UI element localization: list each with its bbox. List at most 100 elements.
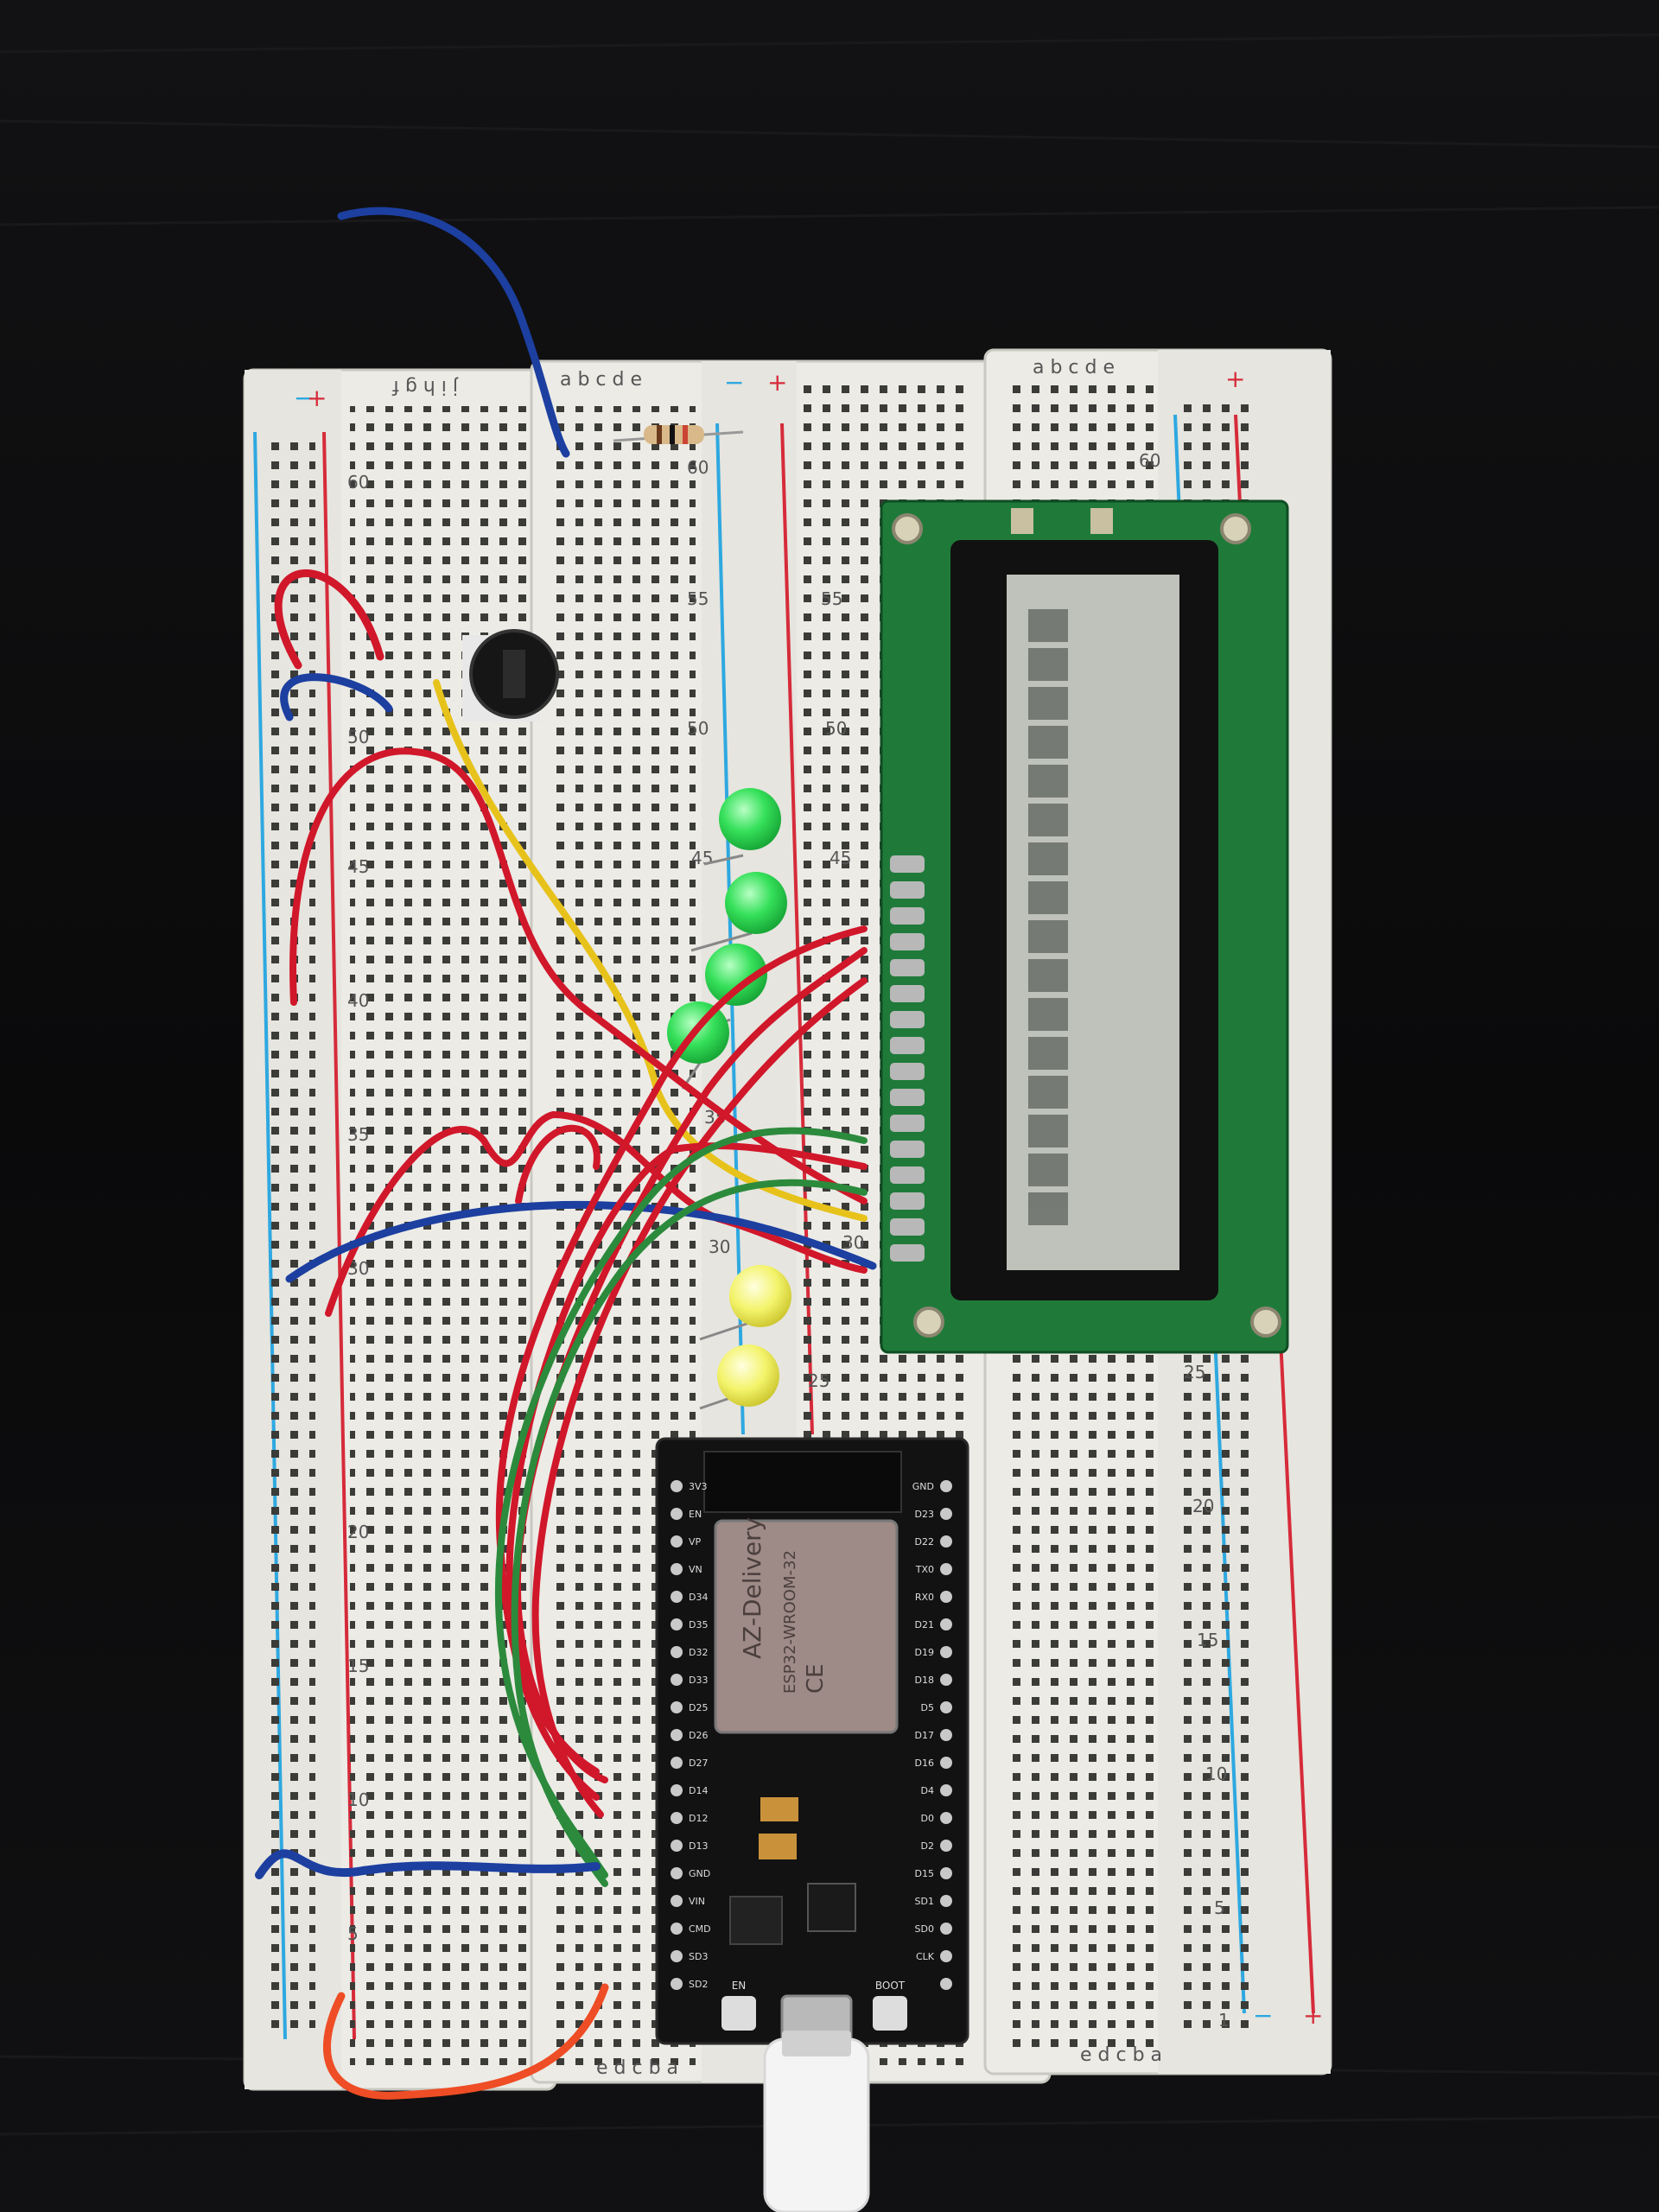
svg-text:15: 15 (1197, 1630, 1218, 1650)
svg-text:50: 50 (347, 727, 369, 747)
usb-uart-chip (807, 1883, 856, 1932)
svg-text:SD2: SD2 (689, 1979, 708, 1990)
en-button-label: EN (732, 1980, 747, 1992)
wire-red (274, 569, 385, 670)
wire-green (511, 1179, 868, 1887)
svg-text:50: 50 (825, 718, 847, 739)
wire-blue (255, 1849, 601, 1879)
column-letters: a b c d e (560, 369, 642, 391)
wire-red (325, 1110, 868, 1317)
column-letters: e d c b a (596, 2057, 678, 2079)
rail-minus-sign: − (294, 384, 314, 412)
svg-text:D19: D19 (915, 1647, 934, 1658)
svg-text:D27: D27 (689, 1758, 708, 1769)
svg-text:CMD: CMD (689, 1923, 711, 1935)
svg-text:25: 25 (808, 1370, 830, 1391)
svg-text:D12: D12 (689, 1813, 708, 1824)
svg-text:3V3: 3V3 (689, 1481, 708, 1492)
mounting-hole (892, 513, 923, 544)
rail-plus-sign: + (307, 384, 327, 412)
ce-mark: CE (803, 1663, 829, 1694)
pin-labels-left: 3V3 EN VP VN D34 D35 D32 D33 D25 D26 D27… (689, 1481, 711, 1990)
led-yellow (729, 1265, 791, 1327)
rail-minus-sign: − (724, 368, 744, 397)
svg-text:15: 15 (347, 1656, 369, 1676)
svg-text:D34: D34 (689, 1592, 708, 1603)
lcd-pad (1011, 508, 1033, 534)
svg-text:VIN: VIN (689, 1896, 705, 1907)
svg-text:45: 45 (691, 848, 713, 868)
svg-text:D5: D5 (921, 1702, 934, 1713)
led-green (705, 944, 767, 1006)
svg-text:5: 5 (347, 1923, 359, 1944)
svg-text:35: 35 (347, 1124, 369, 1145)
voltage-regulator (729, 1896, 783, 1945)
svg-text:D17: D17 (915, 1730, 934, 1741)
mounting-hole (913, 1306, 944, 1338)
svg-text:45: 45 (830, 848, 851, 868)
svg-text:20: 20 (1192, 1496, 1214, 1516)
svg-text:1: 1 (1218, 2010, 1230, 2031)
svg-text:D4: D4 (921, 1785, 934, 1796)
usb-cable (763, 2031, 870, 2212)
svg-text:VP: VP (689, 1536, 702, 1548)
svg-text:SD0: SD0 (915, 1923, 934, 1935)
wire-red (495, 925, 868, 1801)
svg-text:D26: D26 (689, 1730, 708, 1741)
mounting-hole (1250, 1306, 1281, 1338)
svg-text:D0: D0 (921, 1813, 934, 1824)
jumper-wires (255, 207, 877, 2100)
svg-text:SD3: SD3 (689, 1951, 708, 1962)
wire-red (289, 747, 868, 1205)
capacitor (760, 1797, 798, 1821)
svg-text:60: 60 (347, 472, 369, 493)
svg-text:EN: EN (689, 1509, 702, 1520)
pin-labels-right: GND D23 D22 TX0 RX0 D21 D19 D18 D5 D17 D… (912, 1481, 935, 1962)
svg-text:D18: D18 (915, 1675, 934, 1686)
svg-text:D23: D23 (915, 1509, 934, 1520)
svg-text:60: 60 (1139, 450, 1160, 471)
svg-text:25: 25 (1184, 1362, 1205, 1382)
potentiometer (462, 629, 559, 721)
module-brand-label: AZ-Delivery (738, 1517, 766, 1659)
wire-red (515, 1124, 601, 1205)
svg-text:D2: D2 (921, 1840, 934, 1852)
wire-blue (280, 673, 393, 721)
svg-text:D13: D13 (689, 1840, 708, 1852)
wire-red (531, 977, 868, 1818)
wire-orange (323, 1983, 609, 2100)
svg-text:10: 10 (1205, 1764, 1227, 1784)
wire-blue (337, 207, 570, 458)
svg-text:45: 45 (347, 856, 369, 877)
svg-text:40: 40 (347, 990, 369, 1011)
svg-text:RX0: RX0 (915, 1592, 934, 1603)
svg-text:50: 50 (687, 718, 709, 739)
svg-text:30: 30 (842, 1232, 864, 1253)
boot-button[interactable] (873, 1996, 907, 2031)
svg-text:D15: D15 (915, 1868, 934, 1879)
wire-red (513, 947, 868, 1783)
lcd-module (880, 499, 1289, 1354)
capacitor (759, 1834, 797, 1859)
module-model-label: ESP32-WROOM-32 (781, 1550, 799, 1694)
column-letters: j i h g f (391, 376, 459, 397)
svg-text:D21: D21 (915, 1619, 934, 1630)
rail-plus-sign: + (1303, 2001, 1323, 2030)
wire-red (505, 1142, 868, 1775)
svg-text:55: 55 (687, 588, 709, 609)
svg-text:D16: D16 (915, 1758, 934, 1769)
esp32-dev-board: AZ-Delivery ESP32-WROOM-32 CE 3V3 EN VP … (655, 1437, 969, 2050)
svg-text:D32: D32 (689, 1647, 708, 1658)
svg-text:55: 55 (821, 588, 842, 609)
column-letters: a b c d e (1033, 357, 1115, 378)
mounting-hole (1220, 513, 1251, 544)
rail-plus-sign: + (767, 368, 787, 397)
column-letters: e d c b a (1080, 2044, 1162, 2066)
svg-text:30: 30 (709, 1236, 730, 1257)
lcd-header-pins (890, 855, 925, 1262)
svg-text:60: 60 (687, 457, 709, 478)
header-pins-right (940, 1480, 952, 1990)
esp32-rf-shield (714, 1519, 899, 1734)
en-button[interactable] (721, 1996, 756, 2031)
